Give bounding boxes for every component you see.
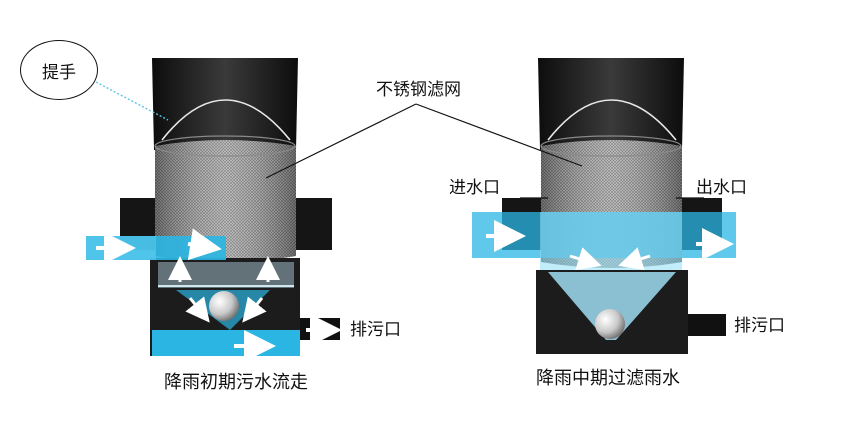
right-float-ball [595,309,625,339]
drain-label-left: 排污口 [350,320,401,340]
filter-mesh-label: 不锈钢滤网 [376,80,461,100]
right-drain-pipe [688,314,726,336]
left-bottom-channel [152,330,300,356]
left-outlet-pipe [296,198,332,250]
right-filter-unit [472,58,736,354]
drain-label-right: 排污口 [734,316,785,336]
handle-label: 提手 [42,62,76,83]
right-cone [548,272,676,340]
left-float-ball [209,291,239,321]
left-caption: 降雨初期污水流走 [164,372,308,393]
mesh-leader-left [265,103,417,179]
right-upper-tube [538,58,684,150]
right-caption: 降雨中期过滤雨水 [536,368,680,389]
right-handle-arc [547,99,677,141]
handle-callout: 提手 [20,40,98,100]
inlet-label: 进水口 [449,178,500,198]
outlet-label: 出水口 [696,178,747,198]
handle-leader [95,81,169,121]
mesh-leader-right [415,103,583,167]
left-upper-tube [152,58,298,150]
left-filter-unit [86,58,342,362]
left-handle-arc [161,99,291,141]
